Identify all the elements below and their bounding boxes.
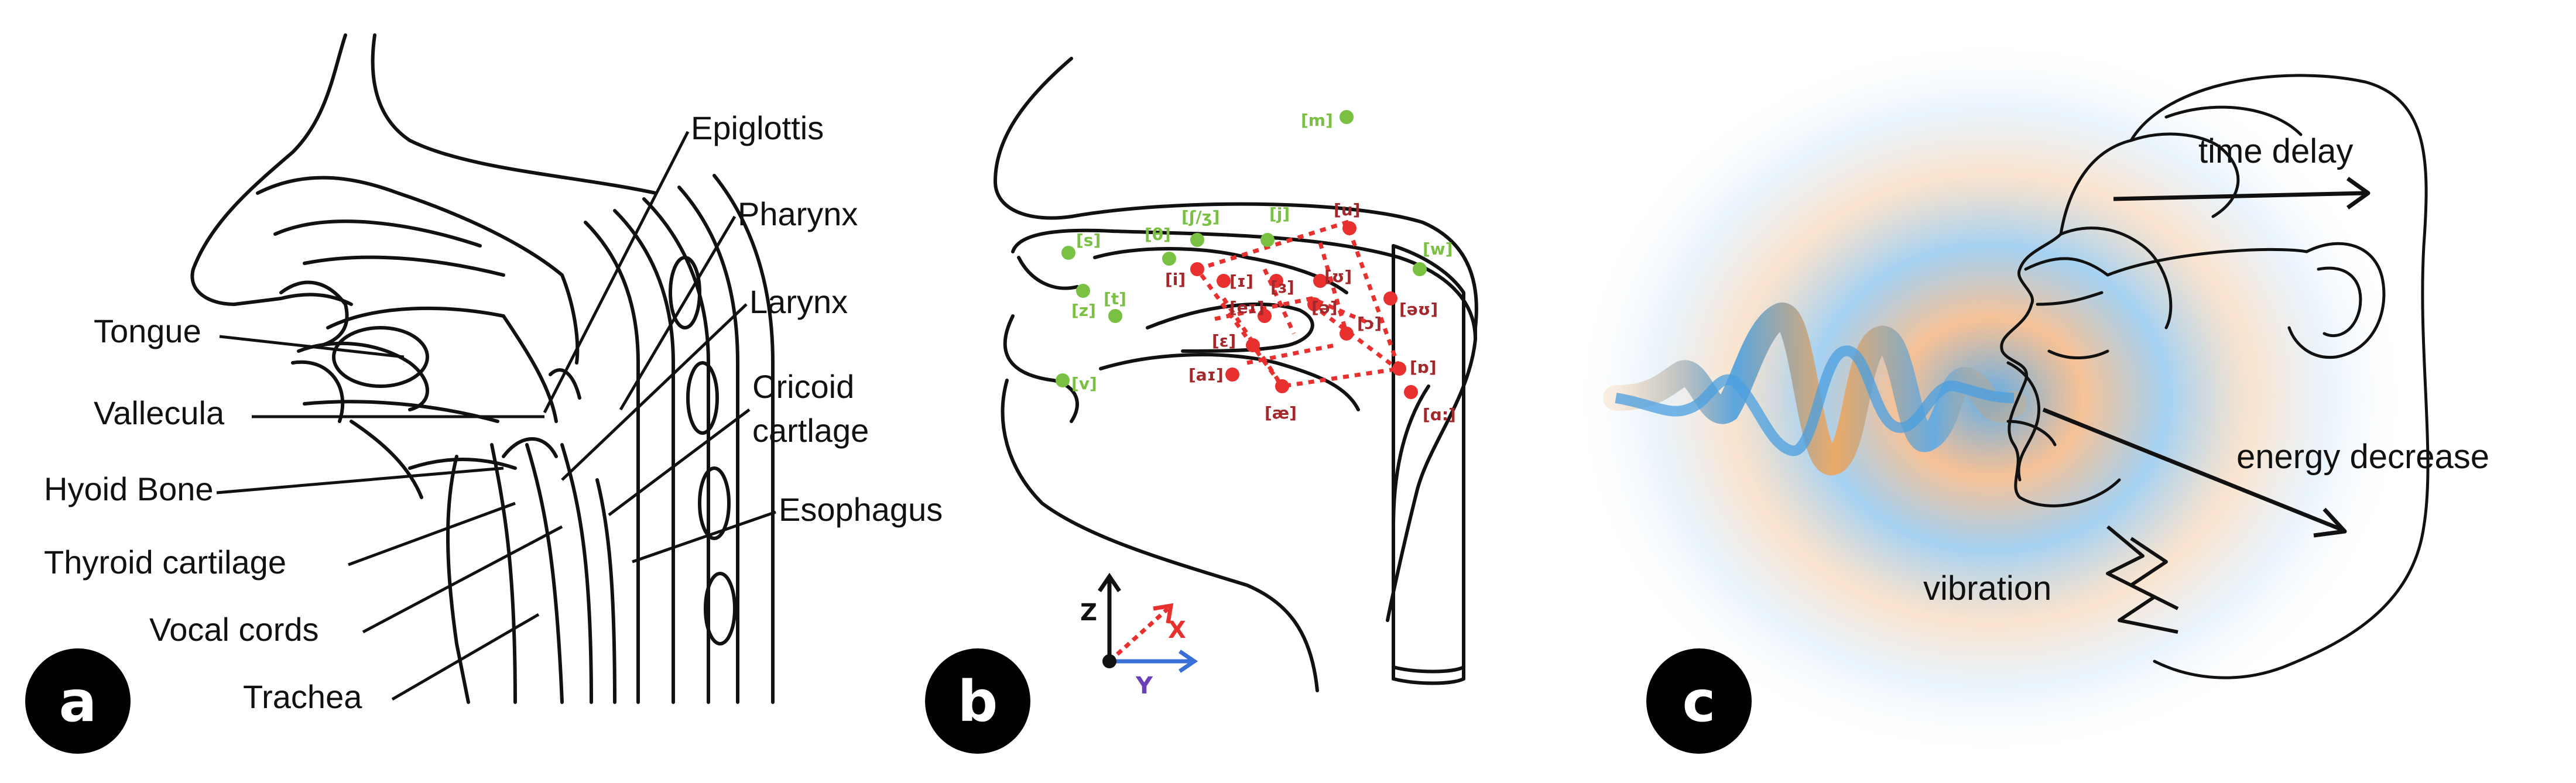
badge-b-letter: b <box>958 669 998 734</box>
vowel-label-short-u: [ʊ] <box>1324 267 1352 286</box>
label-trachea: Trachea <box>243 678 362 715</box>
consonant-points <box>1056 110 1427 387</box>
vowel-label-schwa: [ə] <box>1311 298 1338 317</box>
label-pharynx: Pharynx <box>738 195 858 232</box>
vowel-label-u: [u] <box>1334 200 1361 219</box>
vowel-label-short-o: [ɒ] <box>1410 358 1437 377</box>
vowel-label-i: [i] <box>1165 270 1186 289</box>
consonant-label-m: [m] <box>1301 111 1333 130</box>
vowel-point-short-o <box>1392 362 1406 376</box>
badge-b <box>925 648 1030 754</box>
label-vallecula: Vallecula <box>94 394 225 431</box>
vowel-point-ou <box>1383 291 1397 305</box>
vowel-label-er: [ɜ] <box>1270 277 1294 297</box>
label-energy-decrease: energy decrease <box>2236 438 2489 476</box>
vowel-label-ou: [əʊ] <box>1399 300 1438 319</box>
consonant-point-t <box>1108 309 1122 323</box>
label-hyoid-bone: Hyoid Bone <box>44 471 214 507</box>
vowel-point-ai <box>1225 368 1239 382</box>
label-cricoid-line1: Cricoid <box>752 368 854 405</box>
vowel-label-short-i: [ɪ] <box>1229 272 1253 291</box>
panel-c: time delay energy decrease vibration c <box>1569 35 2489 761</box>
vowel-label-long-a: [ɑ:] <box>1423 405 1456 424</box>
label-tongue: Tongue <box>94 312 201 349</box>
consonant-label-w: [w] <box>1423 239 1453 259</box>
vowel-point-short-i <box>1217 274 1231 288</box>
label-esophagus: Esophagus <box>779 491 943 528</box>
vowel-point-er <box>1269 274 1283 288</box>
label-vibration: vibration <box>1923 569 2051 607</box>
vowel-label-ai: [aɪ] <box>1188 365 1224 384</box>
waveform <box>1603 303 2027 475</box>
y-axis-label: Y <box>1135 672 1153 699</box>
vowel-quadrilateral <box>1194 219 1407 389</box>
panel-a: Epiglottis Pharynx Larynx Cricoid cartla… <box>25 33 943 754</box>
leader-lines <box>216 130 776 701</box>
vowel-label-e: [ɛ] <box>1212 331 1236 351</box>
badge-c-letter: c <box>1683 669 1716 734</box>
consonant-point-v <box>1056 373 1070 387</box>
consonant-point-z <box>1076 284 1090 298</box>
consonant-label-s: [s] <box>1076 231 1101 250</box>
vowel-point-schwa <box>1307 297 1321 311</box>
consonant-label-v: [v] <box>1071 374 1097 393</box>
vowel-point-long-a <box>1404 385 1418 399</box>
consonant-label-theta: [θ] <box>1145 225 1171 244</box>
label-epiglottis: Epiglottis <box>691 109 824 146</box>
label-vocal-cords: Vocal cords <box>149 611 319 648</box>
consonant-point-j <box>1260 233 1275 247</box>
time-delay-arrow <box>2113 191 2366 201</box>
label-thyroid-cartilage: Thyroid cartilage <box>44 544 286 581</box>
consonant-label-t: [t] <box>1104 289 1126 308</box>
vowel-labels: [u] [i] [ɪ] [ɜ] [ʊ] [eɪ] [ə] [əʊ] [ɛ] [ɔ… <box>1165 200 1456 424</box>
anatomy-drawing <box>190 33 775 704</box>
energy-decrease-arrow <box>2042 407 2343 532</box>
vowel-label-ae: [æ] <box>1265 403 1297 423</box>
axes-indicator: Z X Y <box>1080 572 1198 699</box>
x-axis-label: X <box>1168 617 1186 644</box>
badge-c <box>1646 648 1752 754</box>
consonant-labels: [m] [s] [θ] [ʃ/ʒ] [j] [w] [z] [t] [v] <box>1071 111 1453 393</box>
vocal-tract-outline <box>994 57 1478 692</box>
vowel-point-u <box>1342 221 1356 235</box>
consonant-point-s <box>1061 246 1075 260</box>
vowel-points <box>1190 221 1418 399</box>
panel-b: [m] [s] [θ] [ʃ/ʒ] [j] [w] [z] [t] [v] <box>925 57 1478 754</box>
z-axis-label: Z <box>1080 599 1097 626</box>
consonant-point-theta <box>1162 252 1176 266</box>
x-axis <box>1108 607 1170 663</box>
consonant-point-sh <box>1190 233 1204 247</box>
face-drawing <box>2000 74 2430 679</box>
consonant-point-m <box>1340 110 1354 124</box>
vowel-label-open-o: [ɔ] <box>1357 314 1382 333</box>
arrows <box>2042 177 2371 538</box>
badge-a <box>25 648 131 754</box>
vowel-point-short-u <box>1313 274 1327 288</box>
vowel-point-i <box>1190 262 1204 276</box>
consonant-label-sh: [ʃ/ʒ] <box>1181 207 1220 226</box>
vowel-point-ei <box>1258 309 1272 323</box>
consonant-label-j: [j] <box>1269 204 1290 224</box>
label-time-delay: time delay <box>2198 132 2353 170</box>
consonant-label-z: [z] <box>1071 301 1096 320</box>
vowel-point-e <box>1246 338 1260 352</box>
vowel-point-ae <box>1275 379 1289 393</box>
badge-a-letter: a <box>59 669 97 734</box>
vowel-label-ei: [eɪ] <box>1229 298 1265 317</box>
consonant-point-w <box>1413 262 1427 276</box>
label-larynx: Larynx <box>749 283 848 320</box>
vowel-point-open-o <box>1340 327 1354 341</box>
label-cricoid-line2: cartlage <box>752 412 869 449</box>
